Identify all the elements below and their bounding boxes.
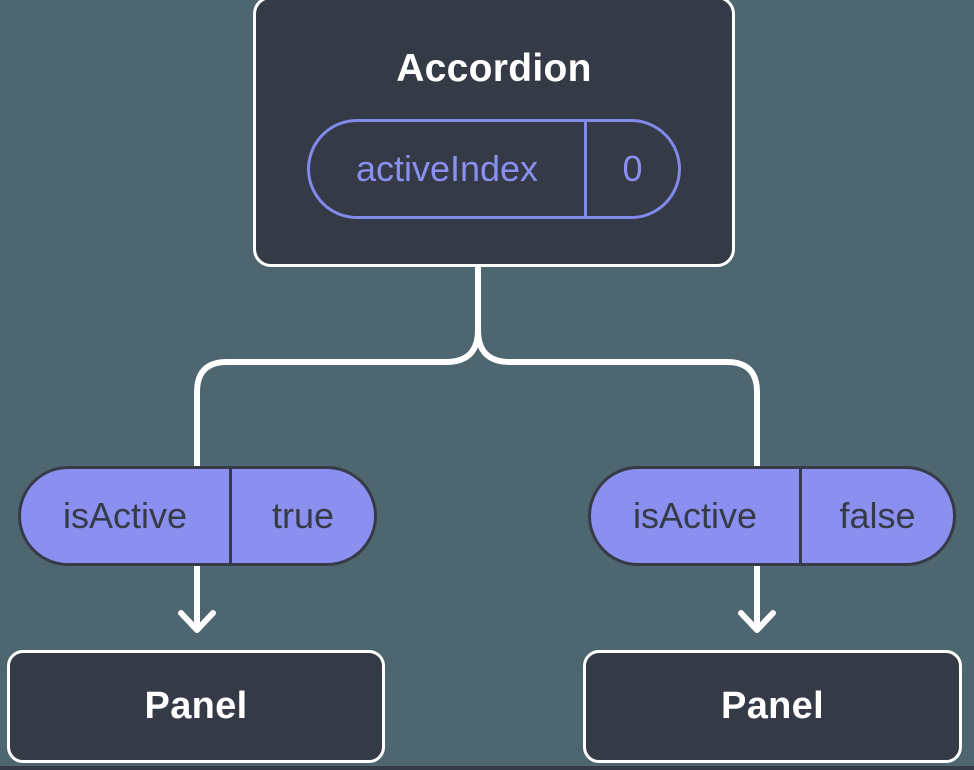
prop-pill-isactive-false: isActive false — [588, 466, 956, 566]
accordion-node-title: Accordion — [396, 47, 592, 90]
prop-pill-label: isActive — [591, 469, 802, 563]
down-arrow-icon-right — [738, 559, 776, 633]
prop-pill-label: isActive — [21, 469, 232, 563]
accordion-node: Accordion activeIndex 0 — [253, 0, 735, 267]
prop-pill-value: false — [839, 495, 916, 536]
state-pill-activeindex: activeIndex 0 — [307, 119, 681, 219]
panel-node-left: Panel — [7, 650, 385, 763]
panel-node-title: Panel — [721, 685, 824, 727]
down-arrow-icon-left — [178, 559, 216, 633]
connector-branch-left — [194, 262, 481, 473]
prop-pill-value: true — [271, 495, 335, 536]
prop-pill-isactive-true: isActive true — [18, 466, 377, 566]
connector-branch-right — [475, 262, 760, 473]
state-pill-value: 0 — [622, 148, 643, 189]
panel-node-title: Panel — [144, 685, 248, 727]
bottom-edge-strip — [0, 766, 974, 770]
state-pill-label: activeIndex — [310, 122, 587, 216]
panel-node-right: Panel — [583, 650, 962, 763]
